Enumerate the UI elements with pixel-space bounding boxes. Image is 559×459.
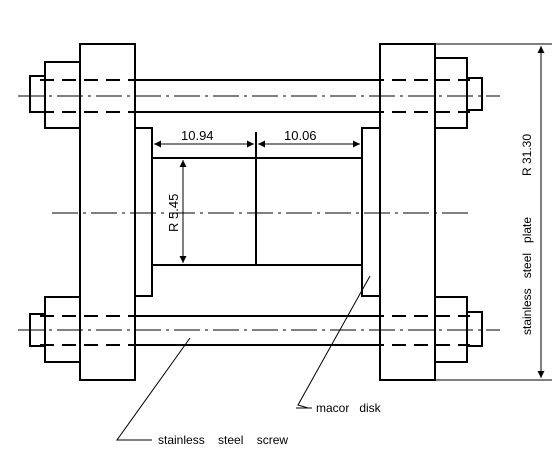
macor-leader (297, 275, 371, 409)
screw-label: stainless steel screw (158, 433, 288, 447)
left-steel-plate (79, 43, 136, 381)
macor-label: macor disk (316, 401, 382, 415)
dim-plate-radius: R 31.30 (520, 134, 534, 176)
screw-leader (116, 337, 191, 441)
top-right-nut-head (467, 77, 483, 111)
top-right-nut (435, 57, 468, 129)
right-steel-plate (379, 43, 436, 381)
dim-inner-radius: R 5.45 (166, 194, 181, 232)
plate-label: stainless steel plate (520, 217, 534, 335)
bottom-screw-hidden-lines (40, 315, 470, 346)
macor-disk-left (135, 127, 153, 297)
bottom-right-nut-head (467, 311, 483, 347)
dim-right-length: 10.06 (284, 128, 317, 143)
top-screw-hidden-lines (40, 79, 470, 113)
dim-left-length: 10.94 (181, 128, 214, 143)
bottom-left-nut (44, 296, 80, 363)
macor-disk-right (361, 127, 380, 297)
top-left-nut-head (29, 75, 45, 113)
top-left-nut (44, 61, 80, 129)
inner-body (152, 132, 362, 266)
